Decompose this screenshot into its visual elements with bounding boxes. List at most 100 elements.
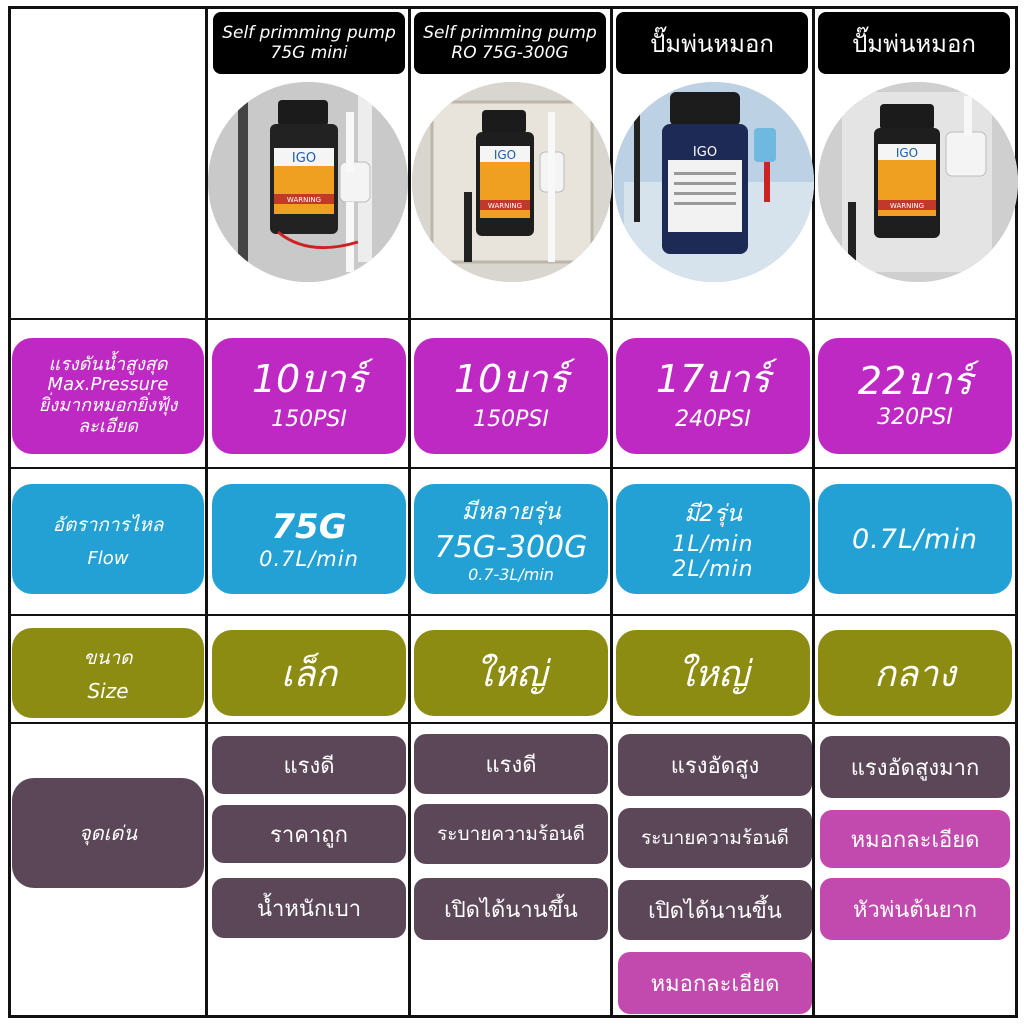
size-value: เล็ก [280, 653, 338, 695]
feature-item: แรงอัดสูง [618, 734, 812, 796]
row-label-line: แรงดันน้ำสูงสุด [48, 353, 168, 375]
pump-logo-text: IGO [494, 148, 516, 162]
feature-text: แรงดี [485, 752, 537, 778]
row-label-pressure: แรงดันน้ำสูงสุด Max.Pressure ยิ่งมากหมอก… [12, 338, 204, 454]
pump-photo-1: IGO WARNING [208, 82, 408, 282]
flow-value: 0.7L/min [259, 547, 359, 571]
pressure-cell-2: 10บาร์ 150PSI [414, 338, 608, 454]
feature-item: แรงดี [414, 734, 608, 794]
row-label-line: อัตราการไหล [52, 513, 164, 536]
flow-value: มี2รุ่น [684, 501, 742, 527]
pump-photo-4: IGO WARNING [818, 82, 1018, 282]
pressure-psi-value: 320PSI [877, 405, 953, 431]
size-value: ใหญ่ [677, 653, 749, 695]
size-cell-2: ใหญ่ [414, 630, 608, 716]
pump-warning-text: WARNING [890, 202, 924, 210]
column-header-3: ปั๊มพ่นหมอก [616, 12, 808, 74]
table-border-right [1015, 6, 1018, 1018]
feature-item: เปิดได้นานขึ้น [414, 878, 608, 940]
table-border-left [8, 6, 11, 1018]
header-line: Self primming pump [423, 23, 597, 43]
pump-logo-text: IGO [693, 145, 717, 160]
pump-image: IGO WARNING [208, 82, 408, 282]
header-line: 75G mini [270, 43, 348, 63]
feature-item: ระบายความร้อนดี [414, 804, 608, 864]
size-cell-3: ใหญ่ [616, 630, 810, 716]
feature-item: หมอกละเอียด [820, 810, 1010, 868]
row-label-line: ขนาด [83, 647, 133, 669]
row-divider-4 [8, 722, 1018, 724]
flow-value: 75G [271, 507, 347, 547]
size-cell-4: กลาง [818, 630, 1012, 716]
row-label-line: Flow [87, 547, 129, 569]
feature-item: แรงอัดสูงมาก [820, 736, 1010, 798]
pressure-psi-value: 150PSI [271, 407, 347, 433]
column-header-4: ปั๊มพ่นหมอก [818, 12, 1010, 74]
column-divider-2 [408, 6, 411, 1018]
column-header-2: Self primming pump RO 75G-300G [414, 12, 606, 74]
header-line: RO 75G-300G [451, 43, 569, 63]
flow-value: 2L/min [672, 557, 754, 582]
feature-text: ระบายความร้อนดี [641, 827, 789, 849]
pressure-bar-value: 10บาร์ [251, 356, 367, 401]
row-divider-2 [8, 467, 1018, 469]
column-divider-4 [812, 6, 815, 1018]
pressure-cell-3: 17บาร์ 240PSI [616, 338, 810, 454]
row-label-flow: อัตราการไหล Flow [12, 484, 204, 594]
feature-text: ระบายความร้อนดี [437, 823, 585, 845]
flow-cell-3: มี2รุ่น 1L/min 2L/min [616, 484, 810, 594]
feature-item: น้ำหนักเบา [212, 878, 406, 938]
flow-cell-2: มีหลายรุ่น 75G-300G 0.7-3L/min [414, 484, 608, 594]
feature-item: ราคาถูก [212, 805, 406, 863]
row-label-line: Max.Pressure [47, 374, 169, 396]
pressure-bar-value: 10บาร์ [453, 356, 569, 401]
row-label-line: ละเอียด [78, 415, 138, 437]
size-value: ใหญ่ [475, 653, 547, 695]
row-label-line: Size [87, 679, 129, 703]
size-value: กลาง [874, 653, 956, 695]
flow-value: 75G-300G [434, 530, 588, 565]
header-line: ปั๊มพ่นหมอก [852, 29, 976, 58]
feature-text: แรงดี [283, 753, 335, 779]
row-label-size: ขนาด Size [12, 628, 204, 718]
row-label-line: ยิ่งมากหมอกยิ่งฟุ้ง [38, 395, 178, 416]
flow-value: 0.7-3L/min [468, 565, 554, 584]
feature-text: ราคาถูก [270, 822, 348, 848]
pump-warning-text: WARNING [287, 196, 321, 204]
pressure-psi-value: 150PSI [473, 407, 549, 433]
feature-text: เปิดได้นานขึ้น [648, 898, 782, 924]
flow-value: 1L/min [672, 532, 754, 557]
feature-item: หมอกละเอียด [618, 952, 812, 1014]
feature-text: แรงอัดสูง [670, 753, 760, 779]
flow-cell-1: 75G 0.7L/min [212, 484, 406, 594]
header-line: Self primming pump [222, 23, 396, 43]
feature-text: หัวพ่นต้นยาก [852, 897, 978, 923]
pump-warning-text: WARNING [488, 202, 522, 210]
pump-logo-text: IGO [896, 146, 918, 160]
pump-image: IGO WARNING [412, 82, 612, 282]
pump-image: IGO WARNING [818, 82, 1018, 282]
feature-text: น้ำหนักเบา [256, 896, 362, 922]
column-divider-1 [205, 6, 208, 1018]
column-header-1: Self primming pump 75G mini [213, 12, 405, 74]
feature-item: เปิดได้นานขึ้น [618, 880, 812, 940]
row-label-line: จุดเด่น [78, 821, 138, 845]
pump-photo-3: IGO [614, 82, 814, 282]
feature-item: แรงดี [212, 736, 406, 794]
feature-text: แรงอัดสูงมาก [850, 755, 980, 781]
flow-value: มีหลายรุ่น [461, 499, 561, 525]
pump-photo-2: IGO WARNING [412, 82, 612, 282]
pump-image: IGO [614, 82, 814, 282]
feature-text: หมอกละเอียด [650, 971, 780, 997]
table-border-top [8, 6, 1018, 9]
pressure-psi-value: 240PSI [675, 407, 751, 433]
feature-text: เปิดได้นานขึ้น [444, 897, 578, 923]
size-cell-1: เล็ก [212, 630, 406, 716]
column-divider-3 [610, 6, 613, 1018]
row-divider-1 [8, 318, 1018, 320]
pressure-bar-value: 22บาร์ [857, 358, 973, 403]
row-label-features: จุดเด่น [12, 778, 204, 888]
row-divider-3 [8, 614, 1018, 616]
feature-text: หมอกละเอียด [850, 827, 980, 853]
